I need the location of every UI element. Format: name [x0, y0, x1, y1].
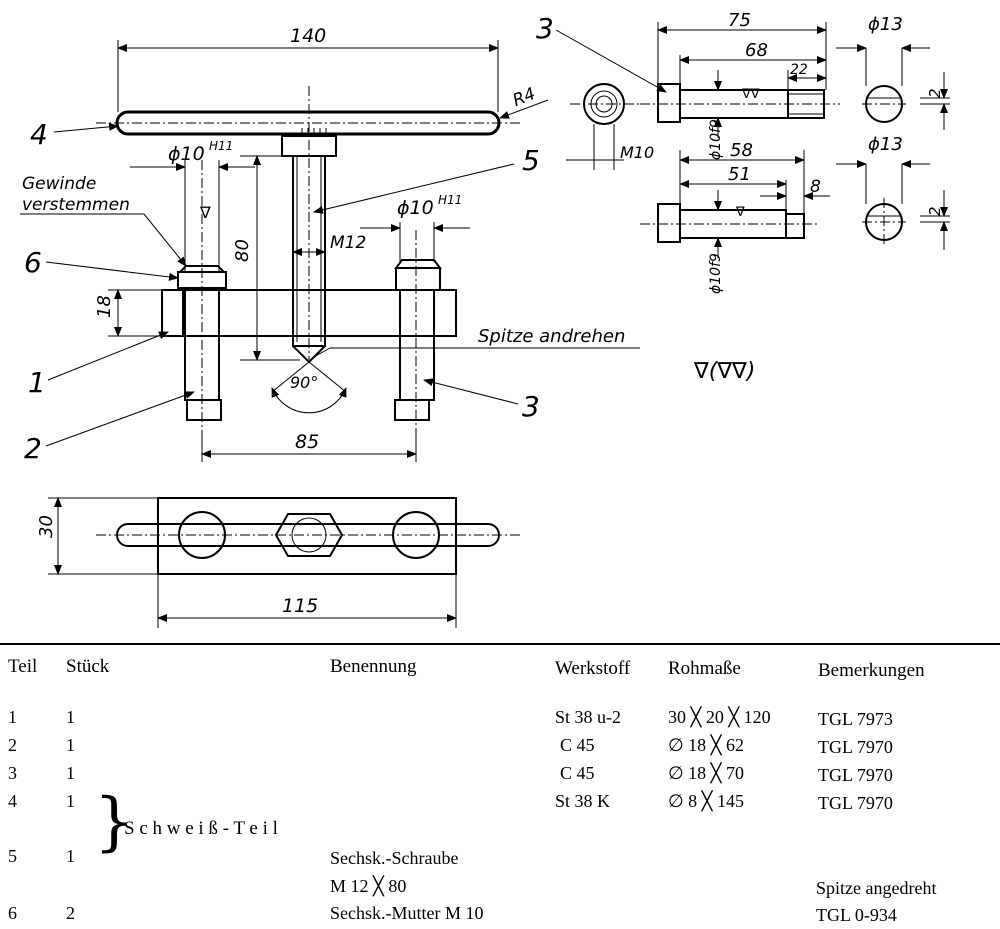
r6-stueck: 2: [66, 903, 75, 923]
left-nut: [177, 265, 227, 289]
note-verstemmen: verstemmen: [22, 195, 130, 215]
r3-bemerkungen: TGL 7970: [818, 765, 893, 785]
dim-phi13-a: ϕ13: [868, 14, 903, 35]
top-screw-hex: [274, 513, 344, 557]
group-brace: }: [94, 785, 135, 859]
dim-phi10-right: ϕ10: [397, 197, 434, 219]
detail-part2: ∇ 58 51 8 ϕ10f9 ϕ13 2 ∇(∇∇): [640, 134, 950, 384]
top-plate: [157, 497, 457, 575]
r3-werkstoff: C 45: [560, 763, 595, 783]
r6-bemerkungen: TGL 0-934: [816, 905, 897, 925]
top-bolt-right: [392, 511, 440, 559]
r3-teil: 3: [8, 763, 17, 783]
dim-m12: M12: [330, 233, 366, 253]
r2-teil: 2: [8, 735, 17, 755]
dim-90deg: 90°: [290, 373, 318, 392]
dim-115: 115: [282, 595, 318, 617]
r4-stueck: 1: [66, 791, 75, 811]
right-bolt: [399, 289, 435, 401]
r4-teil: 4: [8, 791, 17, 811]
hdr-bemerkungen: Bemerkungen: [818, 660, 925, 681]
dim-h11-right: H11: [438, 193, 462, 207]
r1-rohmasse: 30 ╳ 20 ╳ 120: [668, 707, 771, 727]
surface-note: ∇(∇∇): [693, 359, 755, 384]
dim-140: 140: [290, 25, 326, 47]
top-handle: [116, 523, 500, 547]
dim-m10: M10: [620, 143, 654, 162]
callout-4: 4: [30, 118, 48, 151]
r1-werkstoff: St 38 u-2: [555, 707, 622, 727]
r5-stueck: 1: [66, 846, 75, 866]
technical-drawing: 140 R4 ϕ10 H11 ∇ 80 M12 ϕ10 H11 18: [20, 10, 950, 628]
r2-werkstoff: C 45: [560, 735, 595, 755]
r6-benennung: Sechsk.-Mutter M 10: [330, 903, 484, 923]
hdr-werkstoff: Werkstoff: [555, 658, 631, 679]
r2-rohmasse: ∅ 18 ╳ 62: [668, 735, 745, 755]
r3-rohmasse: ∅ 18 ╳ 70: [668, 763, 745, 783]
callout-5: 5: [522, 144, 540, 177]
surface-mark-pin2: ∇: [735, 205, 745, 220]
detail-part3-top: ∇∇ 75 68 22 M10 ϕ10f9 3 ϕ13: [536, 10, 950, 170]
r2-bemerkungen: TGL 7970: [818, 737, 893, 757]
dim-phi10f9-b: ϕ10f9: [708, 253, 724, 294]
r1-teil: 1: [8, 707, 17, 727]
dim-18: 18: [94, 295, 115, 318]
group-label: S c h w e i ß - T e i l: [124, 818, 278, 839]
note-gewinde: Gewinde: [22, 174, 96, 194]
callout-6: 6: [24, 246, 42, 279]
right-nut: [394, 259, 442, 291]
hdr-teil: Teil: [8, 656, 38, 677]
dim-h11-left: H11: [209, 139, 233, 153]
hdr-rohmasse: Rohmaße: [668, 658, 741, 679]
r1-bemerkungen: TGL 7973: [818, 709, 893, 729]
dim-80: 80: [232, 239, 253, 262]
dim-8: 8: [810, 177, 821, 197]
dim-58: 58: [730, 140, 753, 161]
callout-3-detail: 3: [536, 12, 554, 45]
r2-stueck: 1: [66, 735, 75, 755]
callout-1: 1: [28, 366, 46, 399]
callout-2: 2: [24, 432, 42, 465]
table-top-rule: [0, 643, 1000, 645]
dim-2b: 2: [926, 206, 944, 216]
dim-51: 51: [728, 164, 751, 185]
front-view: 140 R4 ϕ10 H11 ∇ 80 M12 ϕ10 H11 18: [20, 25, 640, 465]
dim-30: 30: [36, 515, 57, 538]
r4-werkstoff: St 38 K: [555, 791, 611, 811]
dim-r4: R4: [510, 84, 538, 111]
handle-bar: [115, 110, 501, 136]
r5b-bemerkungen: Spitze angedreht: [816, 878, 937, 898]
r1-stueck: 1: [66, 707, 75, 727]
dim-68: 68: [745, 40, 768, 61]
top-bolt-left: [178, 511, 226, 559]
r3-stueck: 1: [66, 763, 75, 783]
surface-mark-left: ∇: [199, 203, 211, 222]
hdr-stueck: Stück: [66, 656, 110, 677]
r4-rohmasse: ∅ 8 ╳ 145: [668, 791, 745, 811]
dim-phi10f9-a: ϕ10f9: [708, 119, 724, 160]
dim-phi13-b: ϕ13: [868, 134, 903, 155]
callout-3-front: 3: [522, 390, 540, 423]
dim-75: 75: [728, 10, 751, 31]
hdr-benennung: Benennung: [330, 656, 417, 677]
r5-benennung: Sechsk.-Schraube: [330, 848, 459, 868]
top-view: 30 115: [36, 497, 520, 628]
surface-mark-pin1: ∇∇: [741, 87, 760, 102]
dim-2a: 2: [926, 88, 944, 98]
note-spitze: Spitze andrehen: [478, 326, 625, 347]
r5b-benennung: M 12 ╳ 80: [330, 876, 407, 896]
dim-phi10-left: ϕ10: [168, 143, 205, 165]
r6-teil: 6: [8, 903, 17, 923]
r4-bemerkungen: TGL 7970: [818, 793, 893, 813]
dim-85: 85: [295, 431, 319, 453]
dim-22: 22: [790, 62, 808, 78]
r5-teil: 5: [8, 846, 17, 866]
